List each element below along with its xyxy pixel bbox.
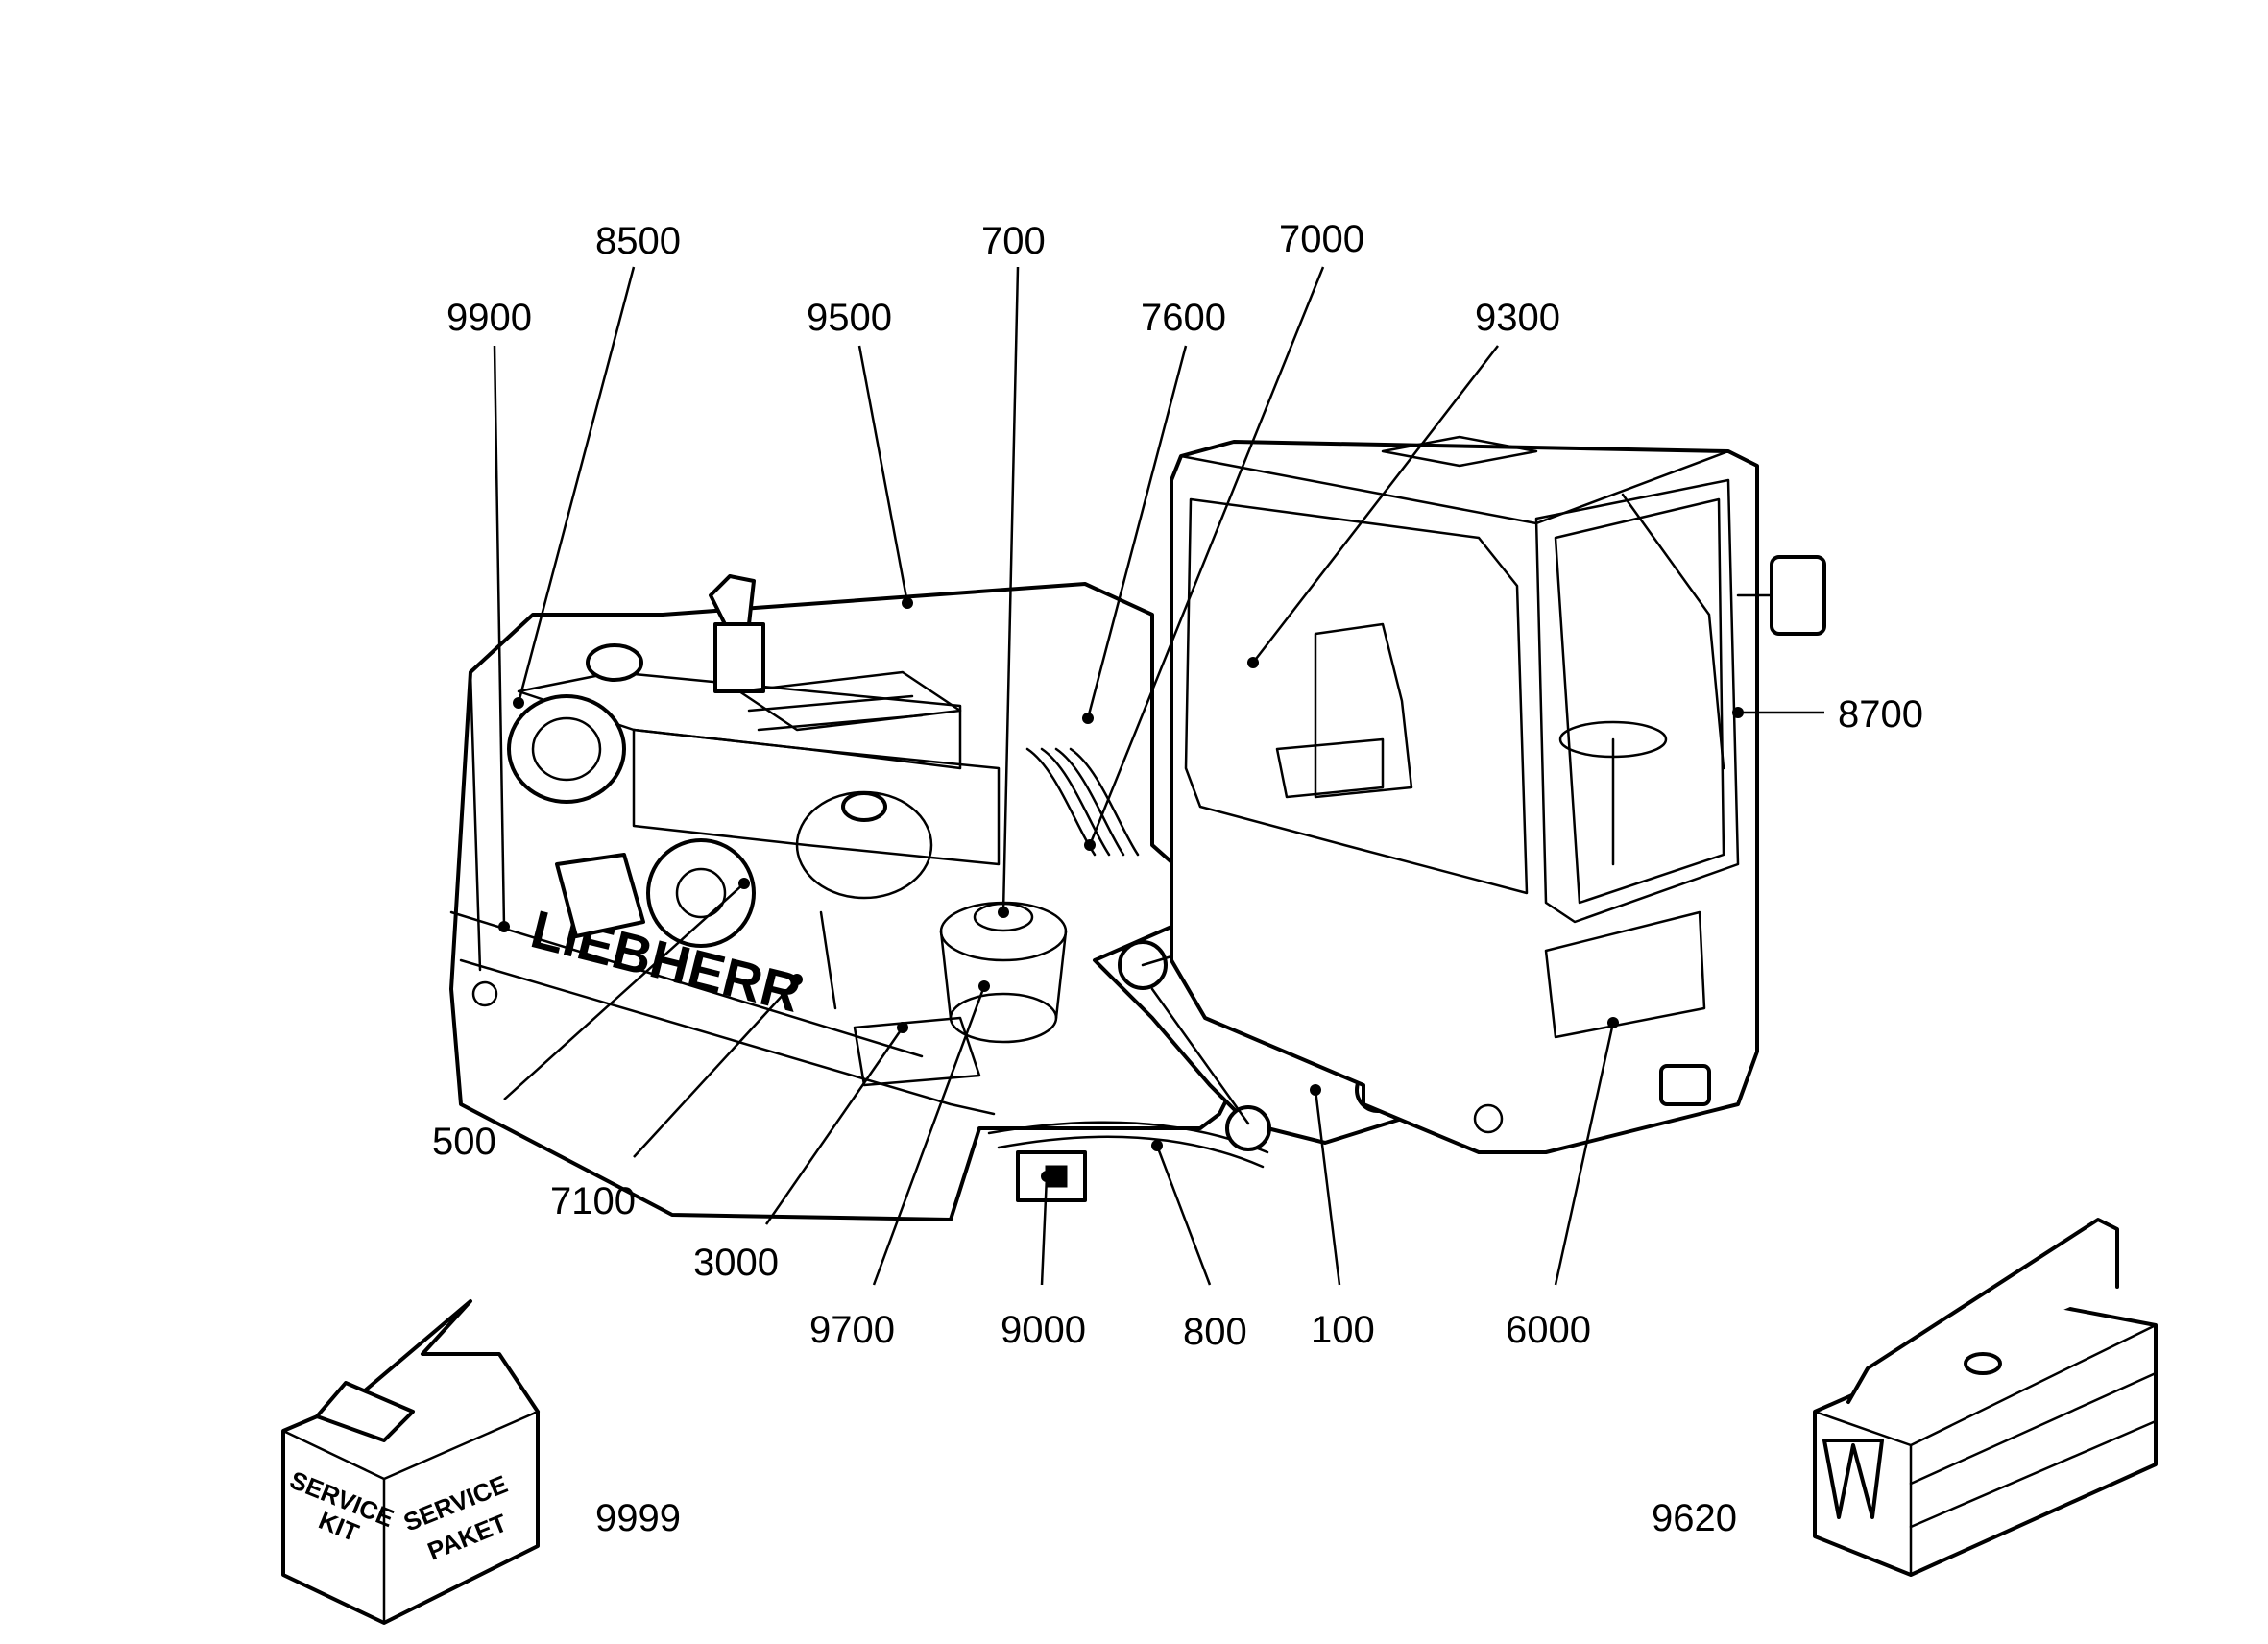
callout-9620: 9620 xyxy=(1652,1497,1737,1539)
leader-lines xyxy=(493,266,1824,1286)
callout-8500: 8500 xyxy=(595,220,681,262)
callout-9300: 9300 xyxy=(1475,297,1560,339)
callout-500: 500 xyxy=(432,1121,496,1163)
callout-9000: 9000 xyxy=(1001,1309,1086,1351)
operator-cab xyxy=(1170,435,1826,1154)
callout-7100: 7100 xyxy=(550,1180,636,1222)
callout-700: 700 xyxy=(981,220,1046,262)
callout-800: 800 xyxy=(1183,1311,1247,1353)
callout-100: 100 xyxy=(1311,1309,1375,1351)
callout-labels: 8500 700 7000 9900 9500 7600 9300 8700 5… xyxy=(432,218,1923,1539)
callout-3000: 3000 xyxy=(693,1242,779,1284)
callout-9700: 9700 xyxy=(809,1309,895,1351)
callout-9999: 9999 xyxy=(595,1497,681,1539)
callout-6000: 6000 xyxy=(1506,1309,1591,1351)
tool-box xyxy=(1813,1218,2158,1577)
callout-9900: 9900 xyxy=(446,297,532,339)
service-kit-box: SERVICE KIT SERVICE PAKET xyxy=(281,1299,540,1625)
callout-9500: 9500 xyxy=(807,297,892,339)
callout-7600: 7600 xyxy=(1141,297,1226,339)
callout-8700: 8700 xyxy=(1838,693,1923,736)
callout-7000: 7000 xyxy=(1279,218,1364,260)
leader-dots xyxy=(498,597,1744,1182)
uppercarriage-body: LIEBHERR xyxy=(449,574,1269,1221)
